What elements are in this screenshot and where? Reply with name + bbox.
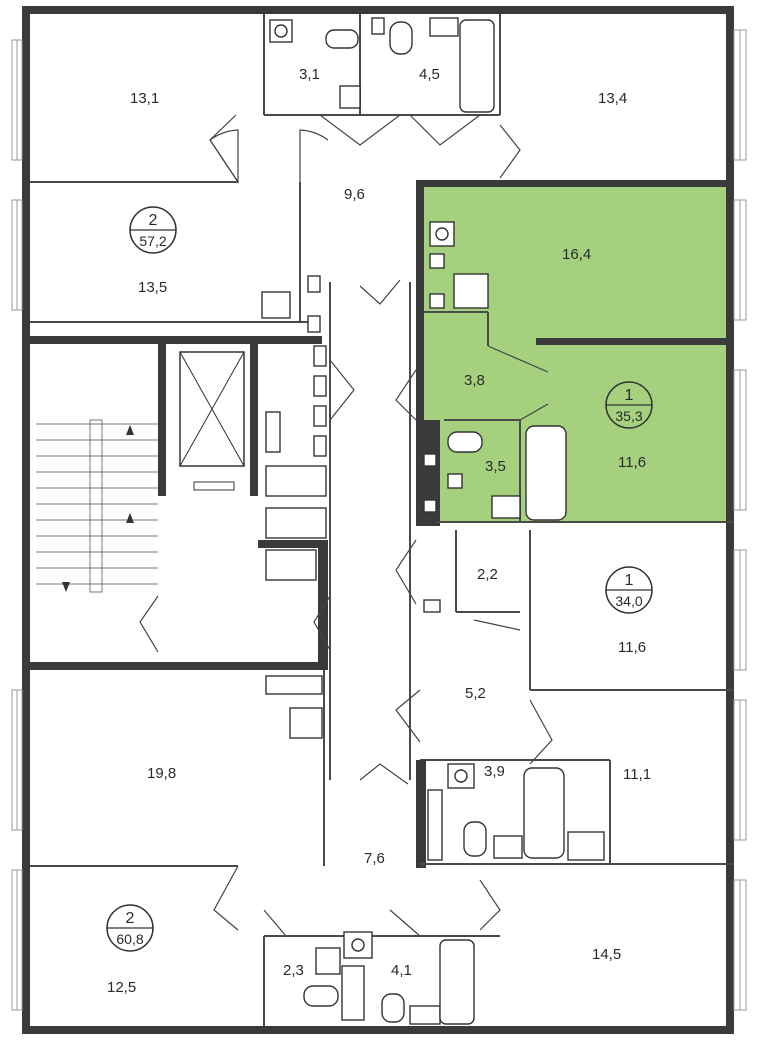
room-label: 12,5 [107,979,136,996]
arrow-up-icon [126,425,134,435]
apartment-badge[interactable]: 2 57,2 [129,206,177,254]
room-labels: 13,1 3,1 4,5 13,4 9,6 13,5 16,4 3,8 3,5 … [107,66,651,996]
apartment-room-count: 2 [126,910,135,927]
room-label: 13,5 [138,279,167,296]
apartment-area: 57,2 [139,233,166,249]
apartment-room-count: 1 [625,572,634,589]
interior-walls [22,14,734,1026]
room-label: 9,6 [344,186,365,203]
room-label: 16,4 [562,246,591,263]
room-label: 5,2 [465,685,486,702]
elevator-shaft [179,351,245,491]
apartment-area: 35,3 [615,408,642,424]
apartment-badge[interactable]: 2 60,8 [106,904,154,952]
room-label: 13,1 [130,90,159,107]
room-label: 13,4 [598,90,627,107]
room-label: 3,9 [484,763,505,780]
room-label: 7,6 [364,850,385,867]
room-label: 19,8 [147,765,176,782]
room-label: 14,5 [592,946,621,963]
apartment-badge[interactable]: 1 35,3 [605,381,653,429]
room-label: 11,6 [618,454,646,471]
room-label: 2,2 [477,566,498,583]
windows-right [733,29,747,1011]
arrow-up-icon [126,513,134,523]
apartment-room-count: 1 [625,387,634,404]
room-label: 3,1 [299,66,320,83]
room-label: 3,5 [485,458,506,475]
room-label: 11,6 [618,639,646,656]
room-label: 11,1 [623,766,651,783]
apartment-room-count: 2 [149,212,158,229]
apartment-area: 60,8 [116,931,143,947]
fixtures [261,17,605,1025]
highlighted-apartment[interactable] [424,186,734,522]
apartment-badge[interactable]: 1 34,0 [605,566,653,614]
room-label: 3,8 [464,372,485,389]
highlighted-apartment-fill [424,186,734,522]
stairwell [36,419,158,593]
room-label: 4,5 [419,66,440,83]
apartment-area: 34,0 [615,593,642,609]
room-label: 2,3 [283,962,304,979]
doors [139,114,553,937]
windows-left [11,39,23,1011]
room-label: 4,1 [391,962,412,979]
arrow-down-icon [62,582,70,592]
